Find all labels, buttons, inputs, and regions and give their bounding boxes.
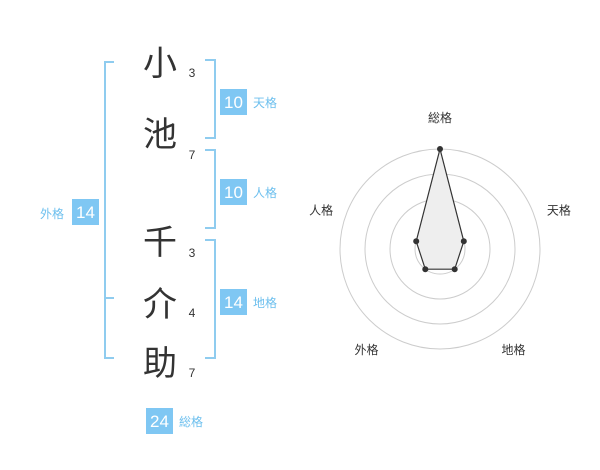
name-char: 千 — [143, 223, 177, 263]
chikaku-bracket — [205, 239, 216, 359]
stroke-count: 7 — [189, 366, 196, 380]
stroke-count: 7 — [189, 148, 196, 162]
name-char: 小 — [143, 44, 177, 84]
radar-point — [437, 146, 443, 152]
radar-point — [422, 266, 429, 273]
gaikaku-value: 14 — [76, 203, 95, 222]
chikaku-badge: 14 地格 — [220, 289, 277, 315]
soukaku-value: 24 — [150, 412, 169, 431]
radar-point — [451, 266, 458, 273]
stroke-count: 4 — [189, 306, 196, 320]
gaikaku-bracket — [104, 61, 114, 359]
tenkaku-badge: 10 天格 — [220, 89, 277, 115]
jinkaku-value: 10 — [224, 183, 243, 202]
jinkaku-label: 人格 — [253, 185, 277, 200]
gaikaku-badge-bg — [72, 199, 99, 225]
jinkaku-bracket — [205, 149, 216, 229]
chikaku-badge-bg — [220, 289, 247, 315]
radar-axis-label: 天格 — [547, 202, 571, 217]
tenkaku-bracket — [205, 59, 216, 139]
radar-axis-label: 人格 — [309, 202, 333, 217]
radar-point — [460, 238, 467, 245]
jinkaku-badge-bg — [220, 179, 247, 205]
gaikaku-badge: 外格 14 — [40, 199, 99, 225]
radar-point — [413, 238, 420, 245]
stroke-count: 3 — [189, 246, 196, 260]
radar-axis-label: 外格 — [354, 342, 378, 357]
name-char: 助 — [143, 344, 177, 384]
radar-axis-label: 総格 — [428, 110, 452, 125]
name-characters: 小 3 池 7 千 3 介 4 助 7 — [143, 44, 196, 384]
jinkaku-badge: 10 人格 — [220, 179, 277, 205]
tenkaku-value: 10 — [224, 93, 243, 112]
name-char: 池 — [143, 115, 177, 155]
soukaku-badge-bg — [146, 408, 173, 434]
soukaku-label: 総格 — [179, 414, 203, 429]
radar-polygon — [415, 148, 465, 270]
chikaku-value: 14 — [224, 293, 243, 312]
chikaku-label: 地格 — [253, 295, 277, 310]
radar-axis-label: 地格 — [501, 342, 525, 357]
stroke-count: 3 — [189, 66, 196, 80]
gaikaku-label: 外格 — [40, 206, 64, 221]
tenkaku-badge-bg — [220, 89, 247, 115]
brackets — [104, 59, 216, 359]
name-char: 介 — [143, 285, 177, 325]
tenkaku-label: 天格 — [253, 95, 277, 110]
soukaku-badge: 24 総格 — [146, 408, 203, 434]
